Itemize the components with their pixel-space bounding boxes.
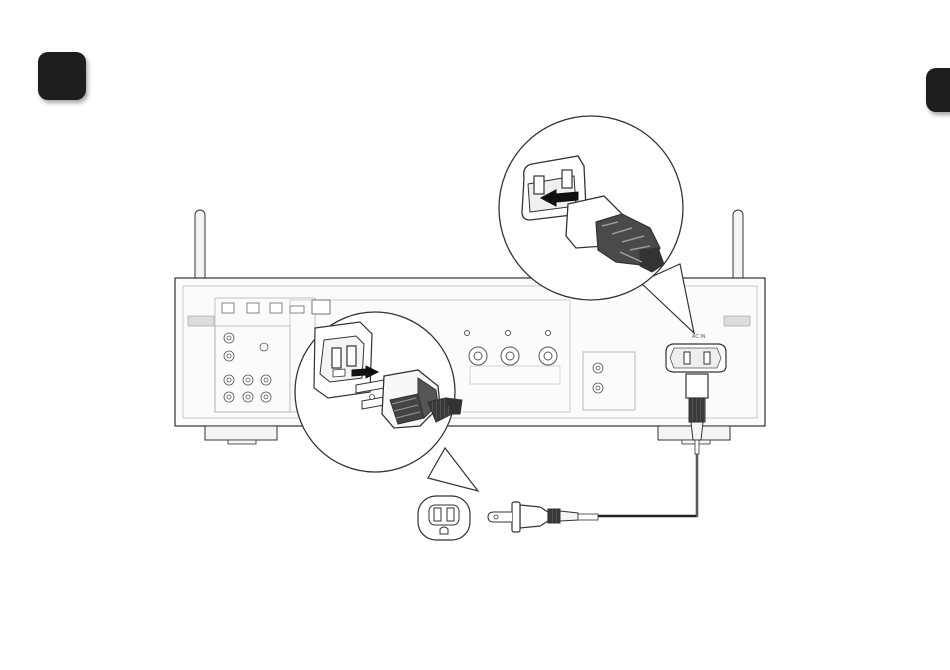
power-plug: [488, 502, 598, 532]
outlet-icon: [418, 496, 470, 540]
ac-in-label: AC IN: [692, 334, 706, 340]
